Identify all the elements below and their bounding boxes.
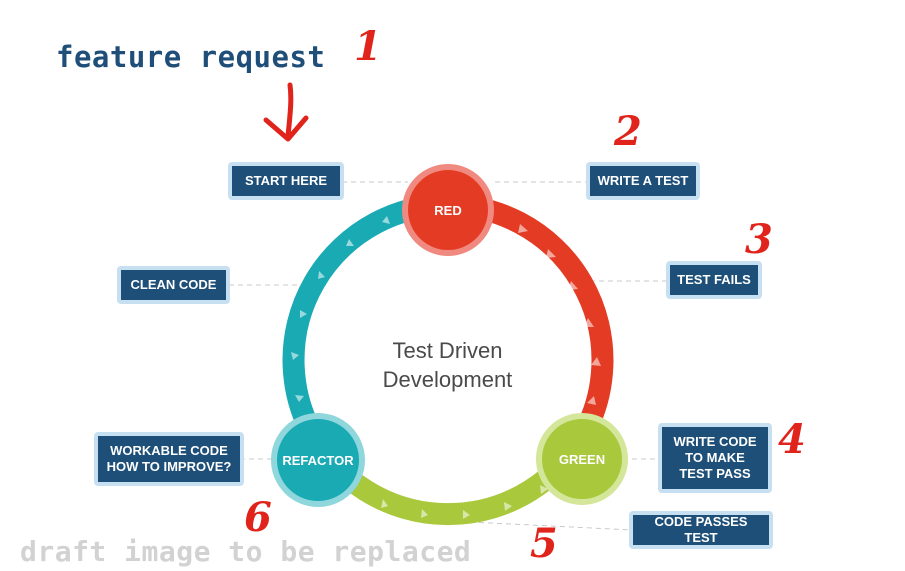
refactor-node: REFACTOR	[271, 413, 365, 507]
page-title: feature request	[56, 40, 326, 74]
green-node: GREEN	[536, 413, 628, 505]
red-arc	[447, 194, 614, 443]
center-title-line2: Development	[382, 367, 513, 392]
step-number-5: 5	[530, 520, 558, 567]
red-node: RED	[402, 164, 494, 256]
center-title: Test Driven Development	[360, 336, 535, 394]
label-write-test: WRITE A TEST	[586, 162, 700, 200]
label-clean-code: CLEAN CODE	[117, 266, 230, 304]
label-test-fails: TEST FAILS	[666, 261, 762, 299]
label-workable-code: WORKABLE CODE HOW TO IMPROVE?	[94, 432, 244, 486]
green-node-label: GREEN	[558, 451, 606, 467]
draft-watermark: draft image to be replaced	[20, 535, 472, 568]
label-write-code: WRITE CODE TO MAKE TEST PASS	[658, 423, 772, 493]
step-number-1: 1	[354, 23, 382, 70]
step-number-3: 3	[745, 216, 773, 263]
label-code-passes: CODE PASSES TEST	[629, 511, 773, 549]
connector-lines	[229, 181, 668, 531]
refactor-node-label: REFACTOR	[282, 452, 354, 468]
label-start-here: START HERE	[228, 162, 344, 200]
red-node-label: RED	[434, 202, 462, 218]
down-arrow-icon	[263, 82, 309, 142]
center-title-line1: Test Driven	[392, 338, 503, 363]
step-number-4: 4	[778, 416, 806, 463]
teal-arc	[282, 194, 449, 443]
step-number-6: 6	[244, 494, 272, 541]
connector-code-passes	[469, 521, 633, 531]
step-number-2: 2	[614, 108, 642, 155]
